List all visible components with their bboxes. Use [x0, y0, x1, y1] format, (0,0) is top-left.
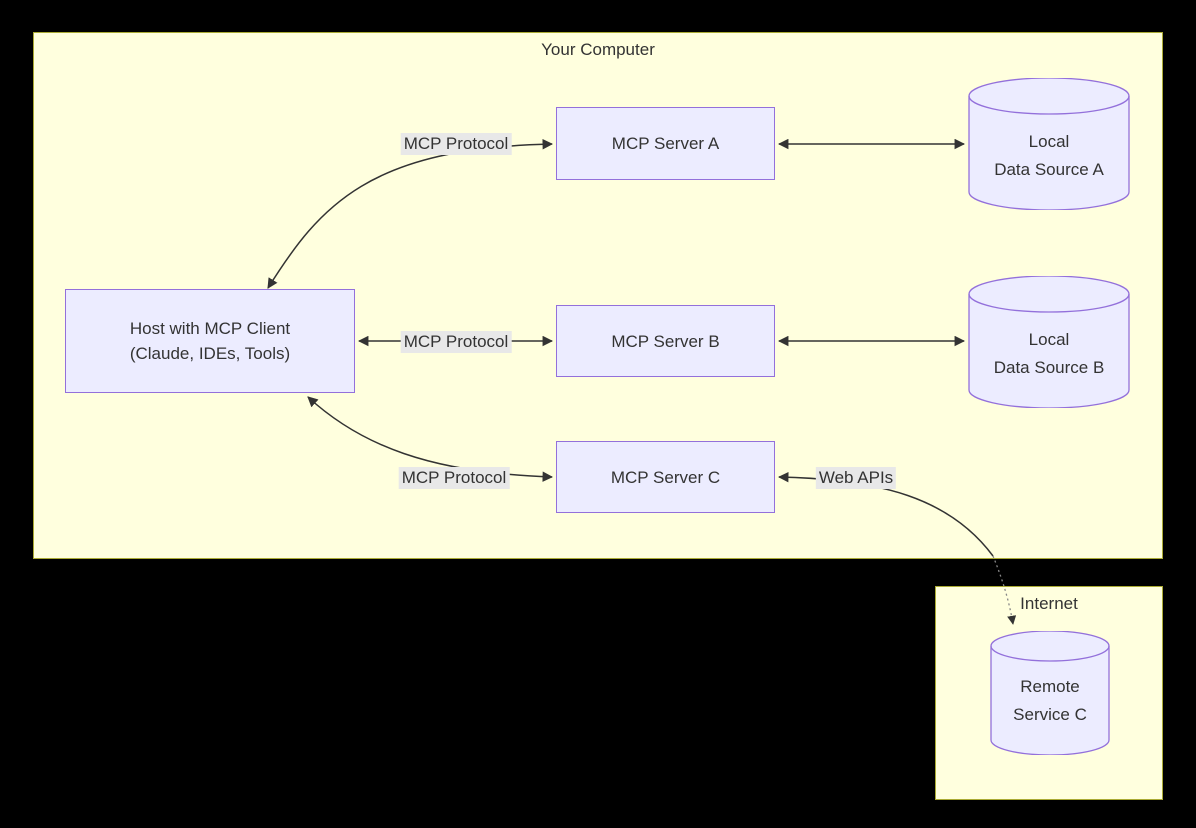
- cluster-your-computer-label: Your Computer: [541, 40, 655, 59]
- node-local-data-source-b: Local Data Source B: [968, 276, 1130, 408]
- cluster-internet-label: Internet: [1020, 594, 1078, 613]
- node-local-data-source-b-label: Local Data Source B: [994, 302, 1105, 382]
- cluster-internet: Internet: [935, 586, 1163, 800]
- remote-c-line2: Service C: [1013, 705, 1087, 724]
- node-local-data-source-a: Local Data Source A: [968, 78, 1130, 210]
- node-mcp-server-c: MCP Server C: [556, 441, 775, 513]
- node-local-data-source-a-label: Local Data Source A: [994, 104, 1104, 184]
- node-host-line1: Host with MCP Client: [129, 319, 291, 338]
- database-cylinder-icon: [990, 631, 1110, 755]
- data-b-line2: Data Source B: [993, 358, 1105, 377]
- node-host-with-mcp-client: Host with MCP Client (Claude, IDEs, Tool…: [65, 289, 355, 393]
- database-cylinder-icon: [968, 78, 1130, 210]
- edge-label-web-apis: Web APIs: [815, 467, 897, 489]
- data-a-line1: Local: [1028, 132, 1070, 151]
- node-host-line2: (Claude, IDEs, Tools): [129, 344, 291, 363]
- node-remote-service-c: Remote Service C: [990, 631, 1110, 755]
- edge-label-mcp-protocol-a: MCP Protocol: [400, 133, 512, 155]
- data-a-line2: Data Source A: [994, 160, 1104, 179]
- node-mcp-server-a: MCP Server A: [556, 107, 775, 180]
- edge-label-mcp-protocol-b: MCP Protocol: [400, 331, 512, 353]
- database-cylinder-icon: [968, 276, 1130, 408]
- node-mcp-server-c-label: MCP Server C: [610, 467, 721, 487]
- data-b-line1: Local: [1028, 330, 1070, 349]
- node-mcp-server-b: MCP Server B: [556, 305, 775, 377]
- remote-c-line1: Remote: [1020, 677, 1080, 696]
- node-mcp-server-b-label: MCP Server B: [611, 331, 720, 351]
- edge-label-mcp-protocol-c: MCP Protocol: [398, 467, 510, 489]
- node-mcp-server-a-label: MCP Server A: [611, 134, 720, 153]
- node-remote-service-c-label: Remote Service C: [1013, 657, 1087, 729]
